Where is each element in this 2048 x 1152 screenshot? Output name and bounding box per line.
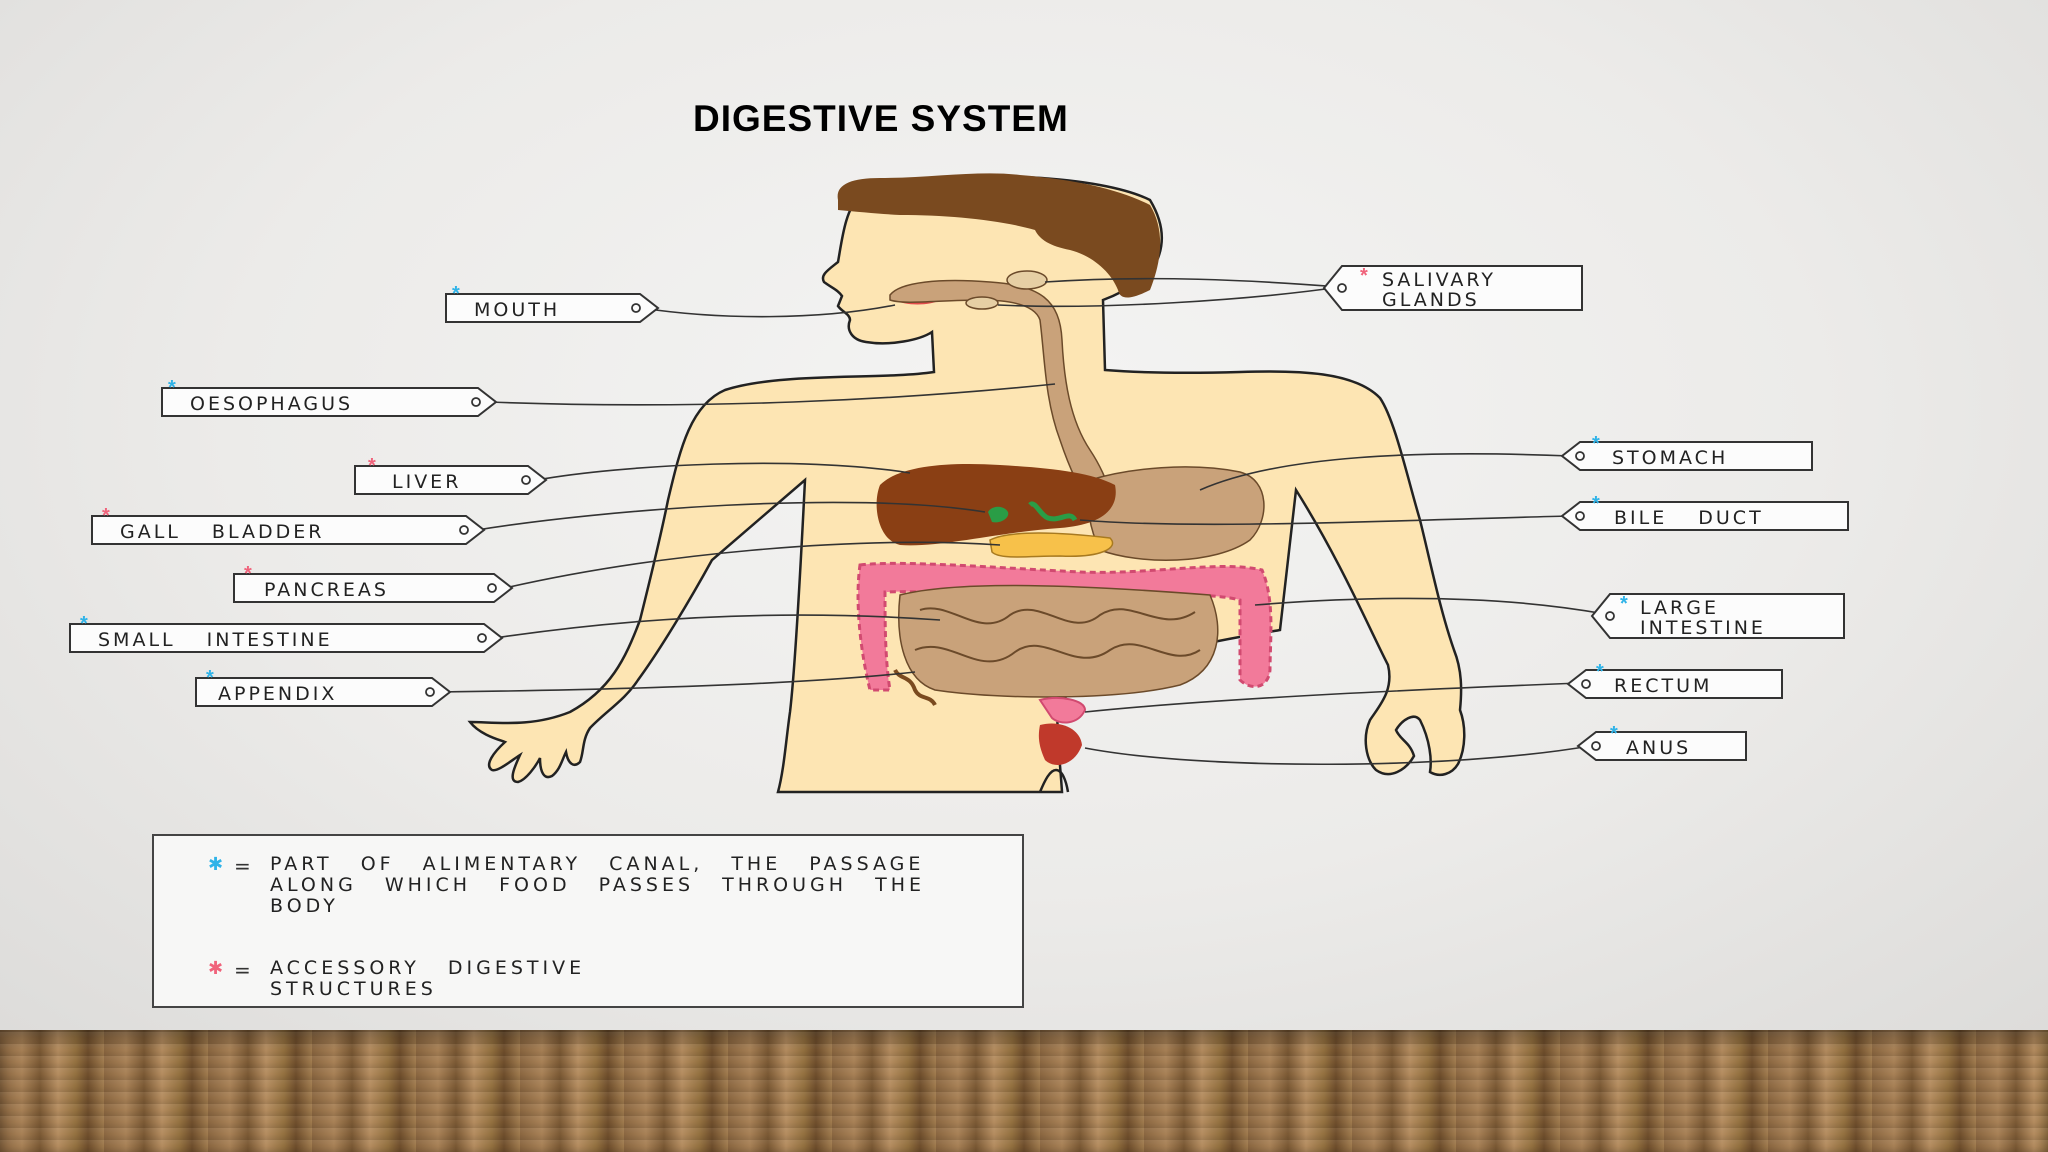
pancreas-organ (989, 532, 1114, 558)
label-rectum: RECTUM (1614, 675, 1712, 697)
label-salivary-line1: SALIVARY (1382, 269, 1496, 291)
leader-small-intestine (494, 614, 941, 639)
asterisk-icon: * (80, 613, 88, 635)
leader-liver (536, 462, 911, 481)
tag-stomach: * STOMACH (1560, 433, 1813, 471)
leader-stomach (1199, 453, 1571, 491)
leader-large-intestine (1254, 597, 1606, 615)
label-stomach: STOMACH (1612, 447, 1728, 469)
tag-small-intestine: * SMALL INTESTINE (69, 613, 504, 653)
label-salivary-line2: GLANDS (1382, 289, 1480, 311)
tag-salivary-glands: * SALIVARY GLANDS (1322, 265, 1583, 311)
wooden-floor (0, 1030, 2048, 1152)
gall-bladder-organ (988, 506, 1009, 523)
label-gall-bladder: GALL BLADDER (120, 521, 324, 543)
tag-mouth: * MOUTH (445, 283, 660, 323)
appendix-organ (893, 668, 937, 707)
legend-equals: = (234, 854, 251, 878)
tag-pancreas: * PANCREAS (233, 563, 514, 603)
salivary-gland-1 (1006, 270, 1048, 290)
tag-liver: * LIVER (354, 455, 548, 495)
leader-gall-bladder (476, 501, 986, 531)
salivary-gland-2 (965, 296, 999, 310)
leader-pancreas (504, 541, 1001, 589)
label-appendix: APPENDIX (218, 683, 337, 705)
legend-alimentary-text: PART OF ALIMENTARY CANAL, THE PASSAGE AL… (270, 853, 925, 917)
leader-bile-duct (1079, 515, 1571, 526)
leader-mouth (641, 304, 896, 318)
tag-oesophagus: * OESOPHAGUS (161, 377, 498, 417)
anus-organ (1038, 723, 1082, 765)
tag-large-intestine: * LARGE INTESTINE (1590, 593, 1845, 639)
asterisk-icon: * (1610, 723, 1618, 745)
asterisk-icon: * (244, 563, 252, 585)
tag-gall-bladder: * GALL BLADDER (91, 505, 486, 545)
crotch-line (1038, 768, 1070, 793)
leader-appendix (439, 671, 916, 693)
tag-bile-duct: * BILE DUCT (1560, 493, 1849, 531)
tag-appendix: * APPENDIX (195, 667, 452, 707)
label-anus: ANUS (1626, 737, 1691, 759)
leader-salivary-1 (1044, 277, 1341, 288)
legend-row-accessory: ✱ = ACCESSORY DIGESTIVE STRUCTURES (208, 958, 730, 1000)
asterisk-icon: * (1596, 661, 1604, 683)
asterisk-icon: * (1592, 493, 1600, 515)
page-title: DIGESTIVE SYSTEM (693, 98, 1069, 139)
leader-anus (1084, 745, 1591, 766)
legend-equals: = (234, 958, 251, 982)
small-intestine-organ (898, 584, 1219, 698)
leader-oesophagus (489, 383, 1056, 406)
asterisk-icon: ✱ (208, 958, 224, 979)
asterisk-icon: * (102, 505, 110, 527)
small-intestine-coils (914, 607, 1201, 663)
label-large-line2: INTESTINE (1640, 617, 1766, 639)
legend-accessory-text: ACCESSORY DIGESTIVE STRUCTURES (270, 957, 586, 1000)
stomach-organ (1087, 466, 1265, 561)
rectum-organ (1038, 697, 1087, 724)
label-liver: LIVER (392, 471, 461, 493)
label-small-intestine: SMALL INTESTINE (98, 629, 333, 651)
asterisk-icon: * (1620, 593, 1628, 615)
asterisk-icon: * (1592, 433, 1600, 455)
tag-anus: * ANUS (1576, 723, 1747, 761)
liver-organ (876, 464, 1116, 546)
asterisk-icon: * (168, 377, 176, 399)
legend-row-alimentary: ✱ = PART OF ALIMENTARY CANAL, THE PASSAG… (208, 854, 970, 917)
asterisk-icon: ✱ (208, 854, 224, 875)
label-oesophagus: OESOPHAGUS (190, 393, 353, 415)
asterisk-icon: * (452, 283, 460, 305)
label-large-line1: LARGE (1640, 597, 1719, 619)
leader-salivary-2 (997, 286, 1341, 308)
bile-duct-organ (1028, 501, 1078, 522)
organs (856, 270, 1273, 765)
leader-rectum (1084, 682, 1581, 713)
label-bile-duct: BILE DUCT (1614, 507, 1764, 529)
asterisk-icon: * (206, 667, 214, 689)
tag-rectum: * RECTUM (1566, 661, 1783, 699)
label-mouth: MOUTH (474, 299, 560, 321)
hair (837, 173, 1161, 298)
leader-lines (439, 277, 1606, 766)
asterisk-icon: * (1360, 265, 1368, 287)
label-pancreas: PANCREAS (264, 579, 389, 601)
legend-box: ✱ = PART OF ALIMENTARY CANAL, THE PASSAG… (152, 834, 1024, 1008)
asterisk-icon: * (368, 455, 376, 477)
